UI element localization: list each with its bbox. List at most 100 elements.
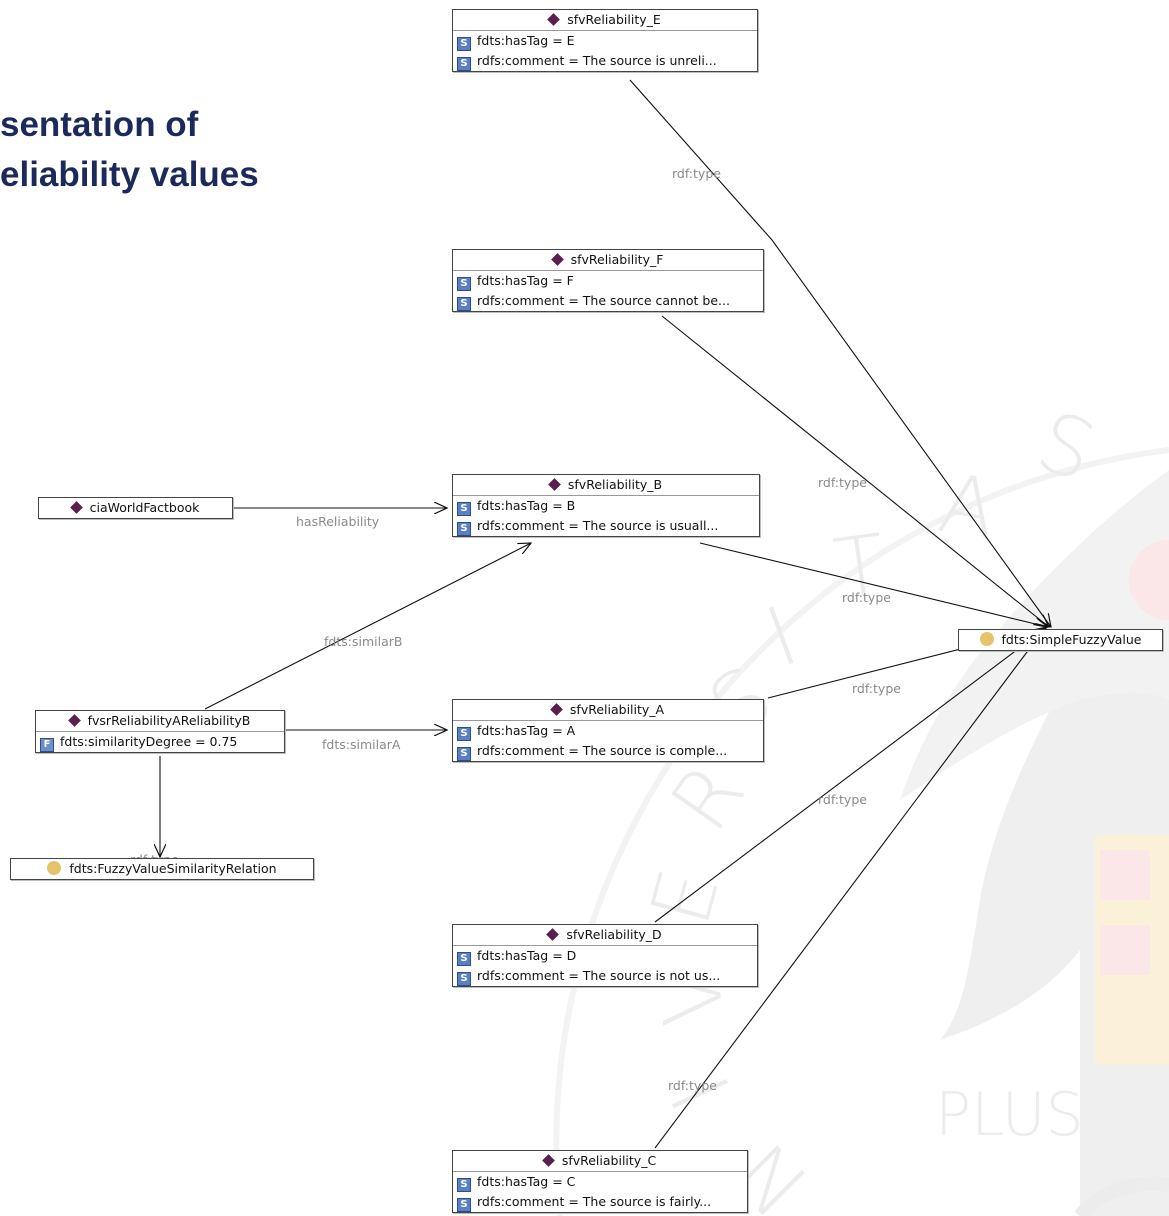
node-header: sfvReliability_F — [453, 250, 763, 271]
node-simple-fuzzy-value[interactable]: fdts:SimpleFuzzyValue — [958, 629, 1163, 651]
string-property-icon: S — [457, 297, 471, 311]
individual-diamond-icon — [550, 703, 563, 716]
edge-label: rdf:type — [818, 475, 867, 490]
property-text: rdfs:comment = The source is not us... — [477, 968, 721, 983]
node-name: fdts:SimpleFuzzyValue — [1001, 632, 1142, 647]
watermark-motto: PLUS — [935, 1080, 1084, 1150]
string-property-icon: S — [457, 37, 471, 51]
string-property-icon: S — [457, 1178, 471, 1192]
property-text: rdfs:comment = The source is fairly... — [477, 1194, 712, 1209]
node-fuzzy-value-similarity-relation[interactable]: fdts:FuzzyValueSimilarityRelation — [10, 858, 314, 880]
individual-diamond-icon — [548, 478, 561, 491]
edge-label: fdts:similarA — [322, 737, 401, 752]
node-header: fdts:FuzzyValueSimilarityRelation — [11, 859, 313, 879]
string-property-icon: S — [457, 747, 471, 761]
property-text: fdts:hasTag = D — [477, 948, 577, 963]
edge-d-rdf-type — [654, 628, 1046, 923]
shield-quarter-red2-watermark — [1100, 925, 1150, 975]
node-name: sfvReliability_D — [566, 927, 662, 942]
edge-f-rdf-type — [661, 315, 1049, 627]
edge-label: rdf:type — [818, 792, 867, 807]
node-name: sfvReliability_B — [567, 477, 663, 492]
edge-label: rdf:type — [852, 681, 901, 696]
property-text: fdts:hasTag = E — [477, 33, 575, 48]
edge-label: hasReliability — [296, 514, 380, 529]
node-header: fdts:SimpleFuzzyValue — [959, 630, 1162, 650]
edge-label: rdf:type — [668, 1078, 717, 1093]
class-circle-icon — [47, 861, 62, 875]
property-text: fdts:hasTag = A — [477, 723, 576, 738]
node-header: sfvReliability_C — [453, 1151, 747, 1172]
slide-title-line-1: sentation of — [0, 105, 199, 144]
individual-diamond-icon — [541, 1154, 555, 1167]
edge-c-rdf-type — [654, 628, 1045, 1149]
property-text: rdfs:comment = The source cannot be... — [477, 293, 730, 308]
property-text: fdts:hasTag = C — [477, 1174, 576, 1189]
slide-title: sentation of eliability values — [0, 100, 259, 200]
edge-e-rdf-type — [629, 79, 1051, 627]
float-property-icon: F — [40, 738, 54, 752]
string-property-icon: S — [457, 57, 471, 71]
node-cia-world-factbook[interactable]: ciaWorldFactbook — [38, 497, 233, 519]
string-property-icon: S — [457, 952, 471, 966]
string-property-icon: S — [457, 972, 471, 986]
class-circle-icon — [979, 632, 994, 646]
node-header: sfvReliability_D — [453, 925, 757, 946]
shield-quarter-red-watermark — [1100, 850, 1150, 900]
tail-curl-watermark — [1074, 1176, 1169, 1216]
edge-label: rdf:type — [672, 166, 721, 181]
edge-similar-b — [204, 543, 531, 710]
string-property-icon: S — [457, 502, 471, 516]
individual-diamond-icon — [550, 253, 564, 266]
string-property-icon: S — [457, 277, 471, 291]
individual-diamond-icon — [67, 714, 81, 727]
node-name: sfvReliability_C — [561, 1153, 657, 1168]
slide-title-line-2: eliability values — [0, 155, 259, 194]
property-text: rdfs:comment = The source is usuall... — [477, 518, 719, 533]
individual-diamond-icon — [547, 13, 561, 26]
red-emblem-watermark — [1129, 540, 1169, 620]
node-name: ciaWorldFactbook — [89, 500, 200, 515]
property-text: fdts:hasTag = B — [477, 498, 576, 513]
node-header: sfvReliability_A — [453, 700, 763, 721]
node-name: sfvReliability_F — [570, 252, 664, 267]
string-property-icon: S — [457, 1198, 471, 1212]
node-header: fvsrReliabilityAReliabilityB — [36, 711, 284, 732]
string-property-icon: S — [457, 522, 471, 536]
node-name: fvsrReliabilityAReliabilityB — [87, 713, 251, 728]
string-property-icon: S — [457, 727, 471, 741]
edge-label: fdts:similarB — [324, 634, 402, 649]
edge-label: rdf:type — [842, 590, 891, 605]
node-name: sfvReliability_E — [567, 12, 661, 27]
node-name: fdts:FuzzyValueSimilarityRelation — [69, 861, 277, 876]
individual-diamond-icon — [69, 501, 83, 514]
node-header: sfvReliability_E — [453, 10, 757, 31]
property-text: rdfs:comment = The source is comple... — [477, 743, 728, 758]
edge-b-rdf-type — [699, 542, 1048, 627]
individual-diamond-icon — [546, 928, 560, 941]
node-header: ciaWorldFactbook — [39, 498, 232, 518]
node-header: sfvReliability_B — [453, 475, 759, 496]
property-text: rdfs:comment = The source is unreli... — [477, 53, 717, 68]
